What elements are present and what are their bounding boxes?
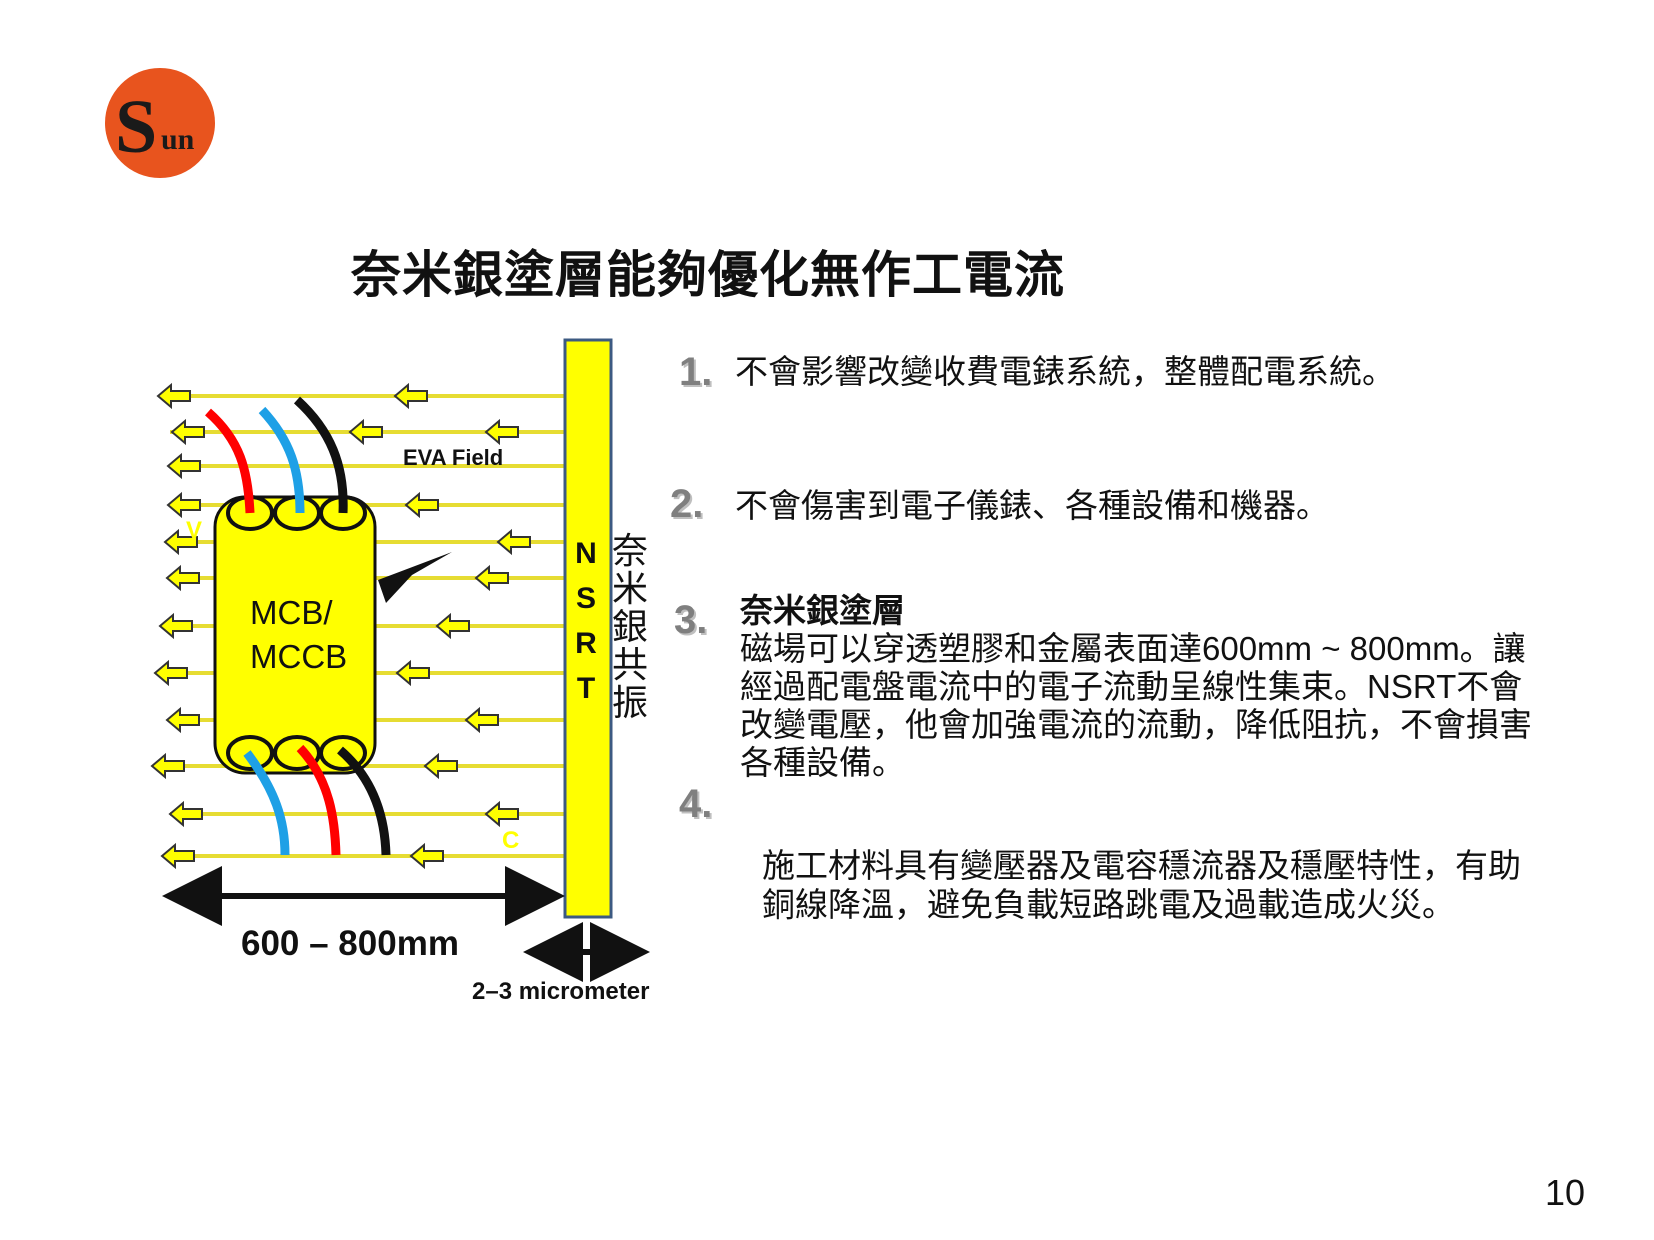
- wire-red-top: [205, 408, 255, 514]
- field-arrow-icon: [166, 491, 201, 519]
- eva-field-label: EVA Field: [403, 445, 503, 470]
- sun-logo: S un: [105, 68, 215, 178]
- field-arrow-icon: [393, 382, 428, 410]
- nsrt-letter-n: N: [575, 537, 597, 570]
- point-3-line-1: 磁場可以穿透塑膠和金屬表面達600mm ~ 800mm。讓: [740, 630, 1526, 667]
- v-label: V: [186, 517, 202, 544]
- c-label: C: [502, 827, 519, 854]
- breaker-body: [213, 495, 377, 775]
- field-arrow-icon: [158, 612, 193, 640]
- coating-char-2: 米: [612, 569, 648, 610]
- field-arrow-icon: [464, 706, 499, 734]
- field-arrow-icon: [150, 752, 185, 780]
- field-arrow-icon: [423, 752, 458, 780]
- field-arrow-icon: [474, 564, 509, 592]
- field-arrow-icon: [166, 452, 201, 480]
- field-arrow-icon: [163, 528, 198, 556]
- point-3-line-4: 各種設備。: [740, 744, 905, 781]
- wire-blue-bottom: [243, 750, 290, 856]
- nsrt-letter-r: R: [575, 627, 597, 660]
- field-arrow-icon: [395, 659, 430, 687]
- logo-circle: [105, 68, 215, 178]
- coating-char-1: 奈: [612, 531, 648, 572]
- wire-black-bottom: [337, 746, 391, 856]
- point-3-title: 奈米銀塗層: [740, 592, 905, 629]
- field-arrow-icon: [484, 800, 519, 828]
- field-arrow-icon: [165, 564, 200, 592]
- field-arrow-icon: [409, 842, 444, 870]
- coating-char-3: 銀: [612, 607, 648, 648]
- nsrt-coating-bar: [563, 338, 613, 919]
- field-arrow-icon: [435, 612, 470, 640]
- breaker-label-line1: MCB/: [250, 594, 333, 631]
- nsrt-letter-t: T: [577, 672, 595, 705]
- wire-blue-top: [258, 406, 305, 514]
- coating-char-4: 共: [612, 645, 648, 686]
- point-3-line-3: 改變電壓，他會加強電流的流動，降低阻抗，不會損害: [740, 706, 1532, 743]
- point-1-text: 不會影響改變收費電錶系統，整體配電系統。: [735, 353, 1395, 390]
- page-title: 奈米銀塗層能夠優化無作工電流: [351, 247, 1065, 303]
- field-arrow-icon: [160, 842, 195, 870]
- point-4-line-1: 施工材料具有變壓器及電容穩流器及穩壓特性，有助: [762, 847, 1521, 884]
- point-1-number: 1.: [679, 350, 713, 394]
- wire-red-bottom: [296, 744, 341, 856]
- page-number: 10: [1545, 1172, 1586, 1213]
- breaker-lever: [378, 552, 452, 603]
- logo-letter: S: [115, 85, 157, 169]
- point-2-text: 不會傷害到電子儀錶、各種設備和機器。: [735, 487, 1329, 524]
- point-3-line-2: 經過配電盤電流中的電子流動呈線性集束。NSRT不會: [740, 668, 1523, 705]
- point-3-number: 3.: [674, 598, 708, 642]
- field-arrow-icon: [165, 706, 200, 734]
- field-arrow-icon: [404, 491, 439, 519]
- wire-black-top: [293, 396, 348, 514]
- field-arrow-icon: [153, 659, 188, 687]
- field-arrow-icon: [348, 418, 383, 446]
- field-arrow-icon: [496, 528, 531, 556]
- coating-char-5: 振: [612, 683, 648, 724]
- nsrt-letter-s: S: [576, 582, 596, 615]
- field-arrow-icon: [484, 418, 519, 446]
- thickness-label: 2–3 micrometer: [472, 978, 649, 1005]
- logo-suffix: un: [161, 123, 195, 156]
- distance-label: 600 – 800mm: [241, 924, 459, 963]
- point-4-number: 4.: [679, 782, 713, 826]
- field-arrow-icon: [168, 800, 203, 828]
- point-2-number: 2.: [670, 482, 704, 526]
- field-arrow-icon: [170, 418, 205, 446]
- breaker-label-line2: MCCB: [250, 638, 347, 675]
- field-arrows: [150, 382, 531, 870]
- point-4-line-2: 銅線降溫，避免負載短路跳電及過載造成火災。: [762, 886, 1455, 923]
- field-arrow-icon: [156, 382, 191, 410]
